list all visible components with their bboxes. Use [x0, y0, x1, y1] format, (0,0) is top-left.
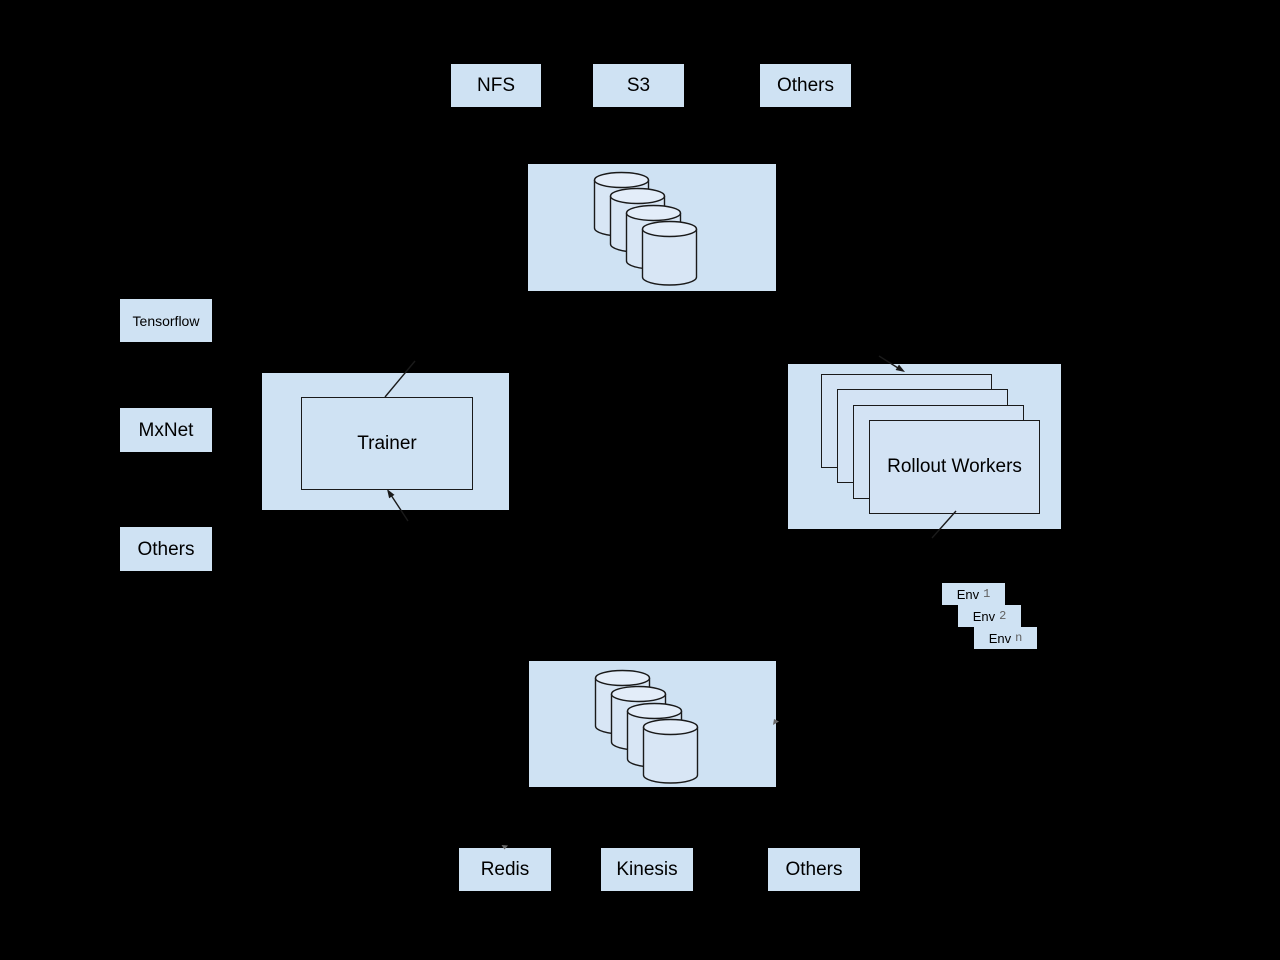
database-cylinder-icon: [642, 718, 699, 784]
framework-mxnet: MxNet: [120, 408, 212, 452]
memory-option-kinesis: Kinesis: [601, 848, 693, 891]
database-cylinder-icon: [641, 220, 698, 286]
memory-option-redis: Redis: [459, 848, 551, 891]
env-index: n: [1015, 631, 1023, 645]
framework-others: Others: [120, 527, 212, 571]
memory-backend-box: [529, 661, 776, 787]
env-label: Env: [956, 586, 980, 602]
env-index: 1: [983, 587, 991, 601]
data-store-box: [528, 164, 776, 291]
framework-tensorflow: Tensorflow: [120, 299, 212, 342]
env-label: Env: [972, 608, 996, 624]
rollout-worker-card-front: Rollout Workers: [869, 420, 1040, 514]
rollout-workers-box: Rollout Workers: [788, 364, 1061, 529]
storage-option-others: Others: [760, 64, 851, 107]
storage-option-nfs: NFS: [451, 64, 541, 107]
env-label: Env: [988, 630, 1012, 646]
trainer-box: Trainer: [262, 373, 509, 510]
env-index: 2: [999, 609, 1007, 623]
memory-option-others: Others: [768, 848, 860, 891]
storage-option-s3: S3: [593, 64, 684, 107]
trainer-label-rect: Trainer: [301, 397, 473, 490]
